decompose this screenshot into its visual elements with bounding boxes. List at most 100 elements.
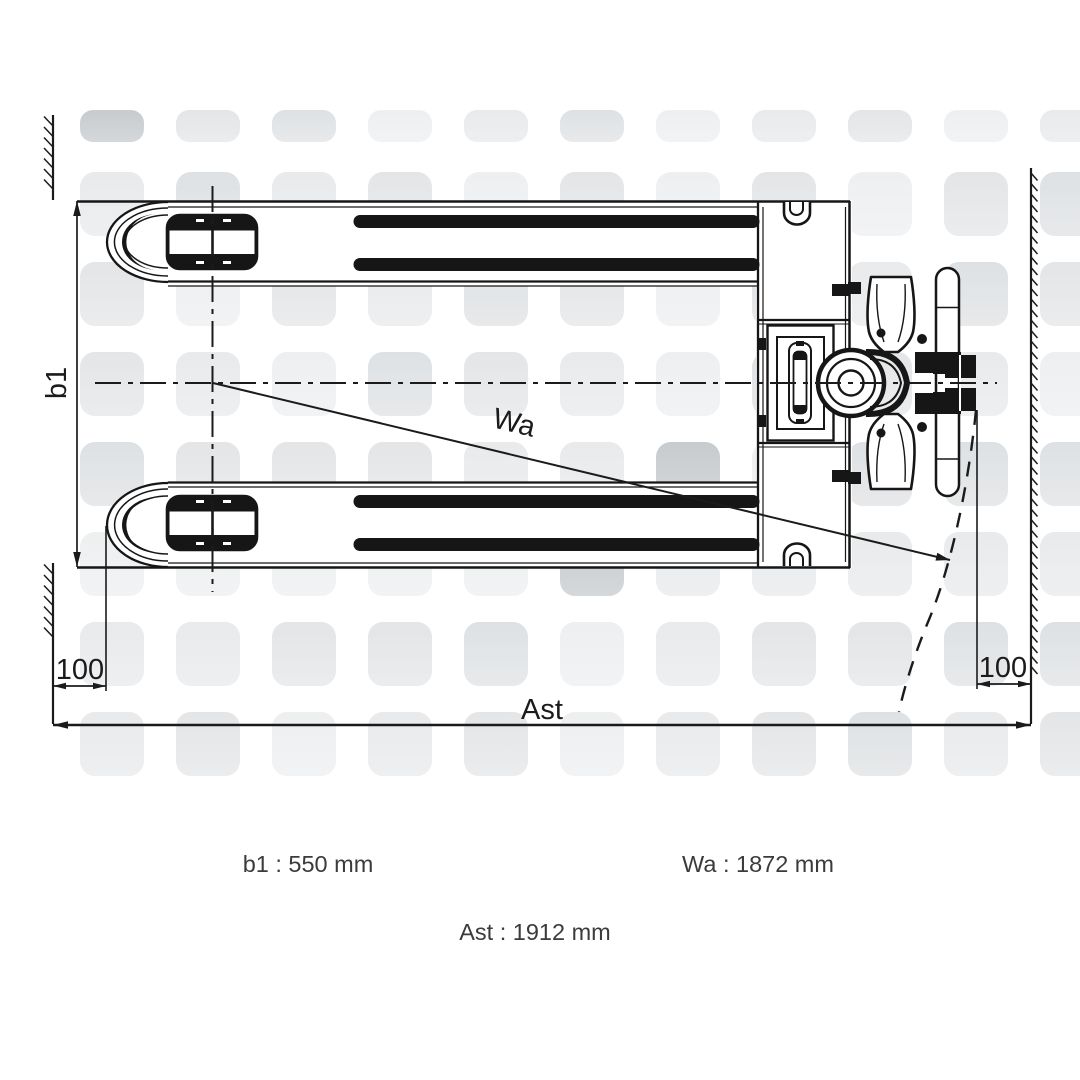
pattern-square <box>464 110 528 142</box>
caption-row: b1 : 550 mm Wa : 1872 mm Ast : 1912 mm <box>243 851 834 945</box>
hatch-tick <box>1030 529 1039 538</box>
bottom-notch <box>782 542 812 566</box>
hatch-tick <box>1030 351 1039 360</box>
right-wall-hatching <box>1030 172 1039 675</box>
fork-tip-outer-arc <box>105 200 169 284</box>
hatch-tick <box>43 626 54 638</box>
pattern-square <box>176 110 240 142</box>
hatch-tick <box>1030 645 1039 654</box>
hatch-tick <box>43 595 54 607</box>
pattern-square <box>848 110 912 142</box>
hatch-tick <box>43 115 54 127</box>
upper-yoke-arm <box>866 275 916 354</box>
hatch-tick <box>1030 183 1039 192</box>
hatch-tick <box>1030 393 1039 402</box>
pattern-square <box>1040 532 1080 596</box>
hatch-tick <box>1030 508 1039 517</box>
hatch-tick <box>1030 172 1039 181</box>
hatch-tick <box>1030 298 1039 307</box>
clearance-right-label: 100 <box>979 652 1027 684</box>
hatch-tick <box>1030 288 1039 297</box>
hatch-tick <box>1030 666 1039 675</box>
bolt-dot <box>876 328 886 338</box>
pattern-square <box>1040 442 1080 506</box>
hatch-tick <box>1030 372 1039 381</box>
wa-arrowhead <box>935 552 950 561</box>
pattern-square <box>560 110 624 142</box>
hatch-tick <box>1030 225 1039 234</box>
pattern-square <box>1040 712 1080 776</box>
center-lines <box>95 186 997 713</box>
clearance-left-label: 100 <box>56 654 104 686</box>
pattern-square <box>560 712 624 776</box>
pattern-square <box>752 622 816 686</box>
pattern-square <box>944 532 1008 596</box>
pattern-square <box>464 712 528 776</box>
hatch-tick <box>1030 267 1039 276</box>
pattern-square <box>80 712 144 776</box>
hatch-tick <box>1030 403 1039 412</box>
caption-ast: Ast : 1912 mm <box>459 919 611 945</box>
lower-yoke-arm <box>866 412 916 491</box>
pattern-square <box>848 172 912 236</box>
hatch-tick <box>43 584 54 596</box>
pattern-square <box>656 712 720 776</box>
turning-radius-arc <box>897 409 978 713</box>
pattern-square <box>944 172 1008 236</box>
hatch-tick <box>43 136 54 148</box>
hatch-tick <box>1030 466 1039 475</box>
hatch-tick <box>1030 613 1039 622</box>
hatch-tick <box>1030 214 1039 223</box>
hatch-tick <box>1030 445 1039 454</box>
pattern-square <box>176 622 240 686</box>
hatch-tick <box>1030 550 1039 559</box>
hatch-tick <box>1030 435 1039 444</box>
hatch-tick <box>43 616 54 628</box>
hatch-tick <box>1030 235 1039 244</box>
pattern-square <box>272 712 336 776</box>
hatch-tick <box>1030 582 1039 591</box>
pattern-square <box>848 712 912 776</box>
b1-dimension-label: b1 <box>41 367 73 399</box>
hatch-tick <box>1030 571 1039 580</box>
top-notch <box>782 202 812 226</box>
pattern-square <box>272 622 336 686</box>
left-wall-hatching <box>43 115 54 190</box>
pattern-square <box>368 712 432 776</box>
hatch-tick <box>1030 361 1039 370</box>
hatch-tick <box>1030 193 1039 202</box>
hatch-tick <box>43 178 54 190</box>
hatch-tick <box>1030 246 1039 255</box>
dimension-clearance-right: 100 <box>976 410 1031 689</box>
hatch-tick <box>1030 456 1039 465</box>
bottom-fork <box>77 481 850 569</box>
ast-dimension-label: Ast <box>521 694 563 726</box>
hatch-tick <box>1030 204 1039 213</box>
pattern-square <box>944 712 1008 776</box>
hatch-tick <box>43 605 54 617</box>
hatch-tick <box>1030 519 1039 528</box>
hatch-tick <box>1030 603 1039 612</box>
hatch-tick <box>1030 330 1039 339</box>
hatch-tick <box>1030 655 1039 664</box>
pattern-square <box>656 622 720 686</box>
hatch-tick <box>43 563 54 575</box>
pattern-square <box>272 110 336 142</box>
hatch-tick <box>1030 561 1039 570</box>
hatch-tick <box>43 574 54 586</box>
pattern-square <box>80 622 144 686</box>
dimension-clearance-left: 100 <box>53 526 107 691</box>
hatch-tick <box>1030 340 1039 349</box>
hatch-tick <box>43 126 54 138</box>
aisle-walls <box>43 115 1039 724</box>
pattern-square <box>368 622 432 686</box>
hatch-tick <box>1030 498 1039 507</box>
left-wall-hatching-lower <box>43 563 54 638</box>
pattern-square <box>464 622 528 686</box>
pattern-square <box>80 110 144 142</box>
pattern-square <box>1040 352 1080 416</box>
hatch-tick <box>1030 424 1039 433</box>
dimension-ast: Ast <box>53 694 1031 729</box>
hatch-tick <box>1030 592 1039 601</box>
